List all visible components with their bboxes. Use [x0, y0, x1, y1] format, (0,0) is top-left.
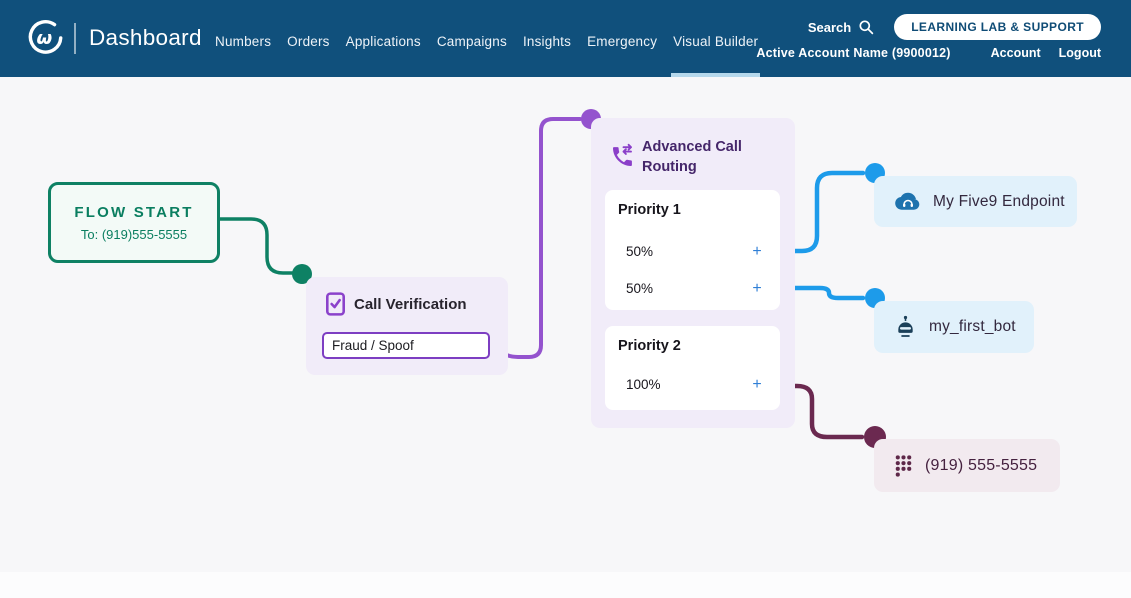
advanced-call-routing-node[interactable]: Advanced Call Routing Priority 1 50% + 5…	[591, 118, 795, 428]
logout-link[interactable]: Logout	[1058, 46, 1101, 60]
canvas-bottom-strip	[0, 572, 1131, 598]
header-actions: Search LEARNING LAB & SUPPORT	[808, 14, 1101, 40]
priority-1-row-2: 50% +	[605, 279, 780, 299]
endpoint-label: (919) 555-5555	[925, 456, 1038, 474]
learning-lab-support-button[interactable]: LEARNING LAB & SUPPORT	[894, 14, 1101, 40]
nav-item-applications[interactable]: Applications	[345, 34, 421, 49]
brand-title[interactable]: Dashboard	[89, 25, 202, 50]
priority-1-card: Priority 1 50% + 50% +	[605, 190, 780, 310]
endpoint-label: my_first_bot	[929, 318, 1016, 335]
nav-item-insights[interactable]: Insights	[522, 34, 572, 49]
add-connection-button[interactable]: +	[748, 242, 766, 262]
percent-value: 100%	[626, 377, 661, 392]
flow-canvas[interactable]: FLOW START To: (919)555-5555 Call Verifi…	[0, 77, 1131, 598]
nav-item-emergency[interactable]: Emergency	[587, 34, 658, 49]
main-nav: Numbers Orders Applications Campaigns In…	[215, 34, 761, 77]
dialpad-icon	[895, 454, 912, 477]
nav-item-visual-builder[interactable]: Visual Builder	[671, 34, 761, 77]
priority-1-label: Priority 1	[618, 202, 681, 218]
percent-value: 50%	[626, 281, 654, 296]
advanced-call-routing-title: Advanced Call Routing	[642, 139, 742, 175]
endpoint-bot-node[interactable]: my_first_bot	[874, 301, 1034, 353]
call-verification-title: Call Verification	[354, 296, 467, 313]
nav-item-campaigns[interactable]: Campaigns	[436, 34, 507, 49]
percent-value: 50%	[626, 244, 654, 259]
robot-icon	[898, 315, 913, 337]
app-header: ω Dashboard Numbers Orders Applications …	[0, 0, 1131, 77]
connector-priority1-bot	[762, 285, 866, 301]
priority-2-label: Priority 2	[618, 338, 681, 354]
endpoint-five9-node[interactable]: My Five9 Endpoint	[874, 176, 1077, 227]
endpoint-label: My Five9 Endpoint	[933, 192, 1065, 210]
flow-start-number: To: (919)555-5555	[80, 226, 188, 242]
search-label: Search	[807, 19, 852, 35]
search-icon[interactable]	[858, 19, 874, 35]
endpoint-phone-number-node[interactable]: (919) 555-5555	[874, 439, 1060, 492]
search-control[interactable]: Search	[808, 19, 874, 35]
call-routing-phone-icon	[613, 143, 632, 166]
add-connection-button[interactable]: +	[748, 375, 766, 395]
active-account-name: Active Account Name (9900012)	[756, 46, 951, 60]
call-verification-input[interactable]	[322, 332, 490, 359]
svg-text:ω: ω	[37, 28, 53, 49]
cloud-headset-icon	[895, 192, 920, 210]
priority-2-row-1: 100% +	[605, 375, 780, 395]
account-bar: Active Account Name (9900012) Account Lo…	[756, 46, 1101, 60]
priority-1-row-1: 50% +	[605, 242, 780, 262]
account-link[interactable]: Account	[990, 46, 1041, 60]
connector-dot-green[interactable]	[292, 264, 312, 284]
checkbox-check-icon	[326, 292, 345, 316]
priority-2-card: Priority 2 100% +	[605, 326, 780, 410]
connector-priority1-five9	[762, 170, 866, 254]
connector-priority2-phone	[762, 383, 865, 440]
bandwidth-logo-icon[interactable]: ω	[27, 18, 65, 56]
flow-start-title: FLOW START	[74, 203, 194, 221]
connector-flowstart-callverification	[218, 217, 295, 275]
nav-item-numbers[interactable]: Numbers	[215, 34, 272, 49]
add-connection-button[interactable]: +	[748, 279, 766, 299]
flow-start-node[interactable]: FLOW START To: (919)555-5555	[48, 182, 220, 263]
header-divider	[74, 23, 76, 54]
nav-item-orders[interactable]: Orders	[287, 34, 330, 49]
call-verification-node[interactable]: Call Verification	[306, 277, 508, 375]
